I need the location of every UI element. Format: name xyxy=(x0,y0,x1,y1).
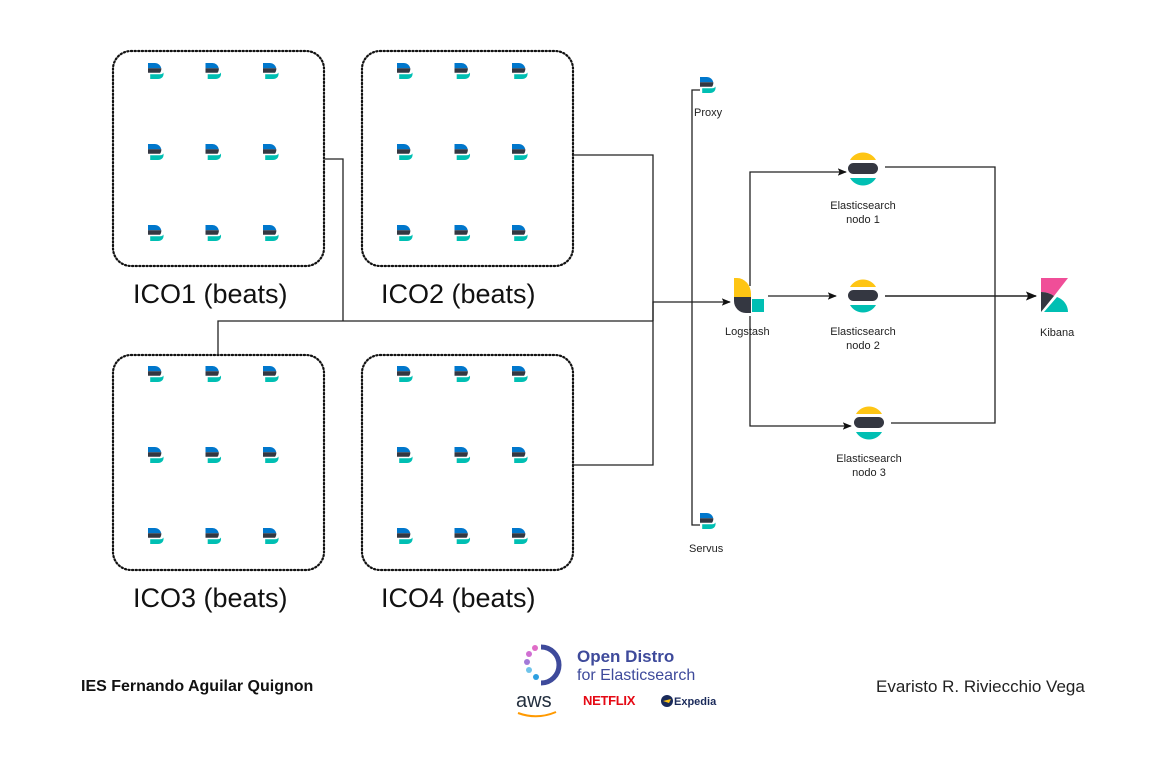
node-label: Elasticsearch xyxy=(830,326,895,338)
beats-icon xyxy=(263,144,279,160)
group-title: ICO3 (beats) xyxy=(133,583,288,613)
node-logstash: Logstash xyxy=(725,278,770,338)
node-label: nodo 2 xyxy=(846,340,880,352)
node-es1: Elasticsearch nodo 1 xyxy=(830,152,896,226)
beats-icon xyxy=(263,366,279,382)
edge-ico2-logstash xyxy=(573,154,654,466)
edge-logstash-es3 xyxy=(749,316,852,430)
edge-ico3-logstash xyxy=(217,320,653,355)
beats-icon xyxy=(263,528,279,544)
edge-logstash-es1 xyxy=(749,168,847,286)
node-proxy: Proxy xyxy=(694,77,723,119)
beats-icon xyxy=(205,528,222,544)
beats-icon xyxy=(512,63,528,79)
group-ico3: ICO3 (beats) xyxy=(111,353,326,613)
node-label: nodo 3 xyxy=(852,467,886,479)
node-label: Proxy xyxy=(694,107,723,119)
beats-icon xyxy=(397,366,413,382)
edge-es3-kibana xyxy=(891,296,996,424)
node-label: Kibana xyxy=(1040,327,1075,339)
edge-es1-kibana xyxy=(885,166,996,296)
beats-icon xyxy=(512,144,528,160)
group-ico4: ICO4 (beats) xyxy=(360,353,575,613)
beats-icon xyxy=(397,144,413,160)
beats-icon xyxy=(205,144,222,160)
elasticsearch-icon xyxy=(848,152,878,186)
beats-icon xyxy=(148,144,164,160)
beats-icon xyxy=(148,63,164,79)
beats-icon xyxy=(512,225,528,241)
node-label: Elasticsearch xyxy=(830,200,895,212)
beats-icon xyxy=(397,528,413,544)
beats-icon xyxy=(454,225,471,241)
beats-icon xyxy=(205,447,222,463)
beats-icon xyxy=(700,77,716,93)
node-servus: Servus xyxy=(689,513,724,555)
open-distro-subtitle: for Elasticsearch xyxy=(577,667,695,684)
edge-ico1-logstash xyxy=(324,158,344,321)
beats-icon xyxy=(512,447,528,463)
beats-icon xyxy=(700,513,716,529)
beats-icon xyxy=(454,144,471,160)
beats-icon xyxy=(512,366,528,382)
institution-name: IES Fernando Aguilar Quignon xyxy=(81,678,314,695)
beats-icon xyxy=(454,63,471,79)
elasticsearch-icon xyxy=(848,279,878,313)
beats-icon xyxy=(397,447,413,463)
open-distro-logo: Open Distro for Elasticsearch aws NETFLI… xyxy=(516,644,717,718)
beats-icon xyxy=(205,225,222,241)
group-ico1: ICO1 (beats) xyxy=(111,49,326,309)
group-title: ICO4 (beats) xyxy=(381,583,536,613)
beats-icon xyxy=(512,528,528,544)
group-title: ICO1 (beats) xyxy=(133,279,288,309)
node-label: Servus xyxy=(689,543,724,555)
beats-icon xyxy=(148,447,164,463)
node-kibana: Kibana xyxy=(1040,278,1075,339)
edge-to-logstash xyxy=(652,298,731,321)
node-label: Elasticsearch xyxy=(836,453,901,465)
edge-proxy-servus xyxy=(691,89,700,526)
beats-icon xyxy=(263,63,279,79)
beats-icon xyxy=(205,63,222,79)
node-es3: Elasticsearch nodo 3 xyxy=(836,406,902,479)
node-label: Logstash xyxy=(725,326,770,338)
group-ico2: ICO2 (beats) xyxy=(360,49,575,309)
beats-icon xyxy=(454,366,471,382)
beats-icon xyxy=(397,63,413,79)
beats-icon xyxy=(263,225,279,241)
open-distro-title: Open Distro xyxy=(577,647,674,666)
beats-icon xyxy=(263,447,279,463)
node-label: nodo 1 xyxy=(846,214,880,226)
group-title: ICO2 (beats) xyxy=(381,279,536,309)
beats-icon xyxy=(454,528,471,544)
beats-icon xyxy=(148,366,164,382)
beats-icon xyxy=(205,366,222,382)
netflix-logo: NETFLIX xyxy=(583,693,636,708)
beats-icon xyxy=(454,447,471,463)
beats-icon xyxy=(148,528,164,544)
logstash-icon xyxy=(734,278,764,313)
kibana-icon xyxy=(1041,278,1068,312)
author-name: Evaristo R. Riviecchio Vega xyxy=(876,677,1085,696)
node-es2: Elasticsearch nodo 2 xyxy=(830,279,896,352)
aws-logo: aws xyxy=(516,690,552,712)
beats-icon xyxy=(397,225,413,241)
beats-icon xyxy=(148,225,164,241)
expedia-logo: Expedia xyxy=(674,696,717,708)
elasticsearch-icon xyxy=(854,406,884,440)
